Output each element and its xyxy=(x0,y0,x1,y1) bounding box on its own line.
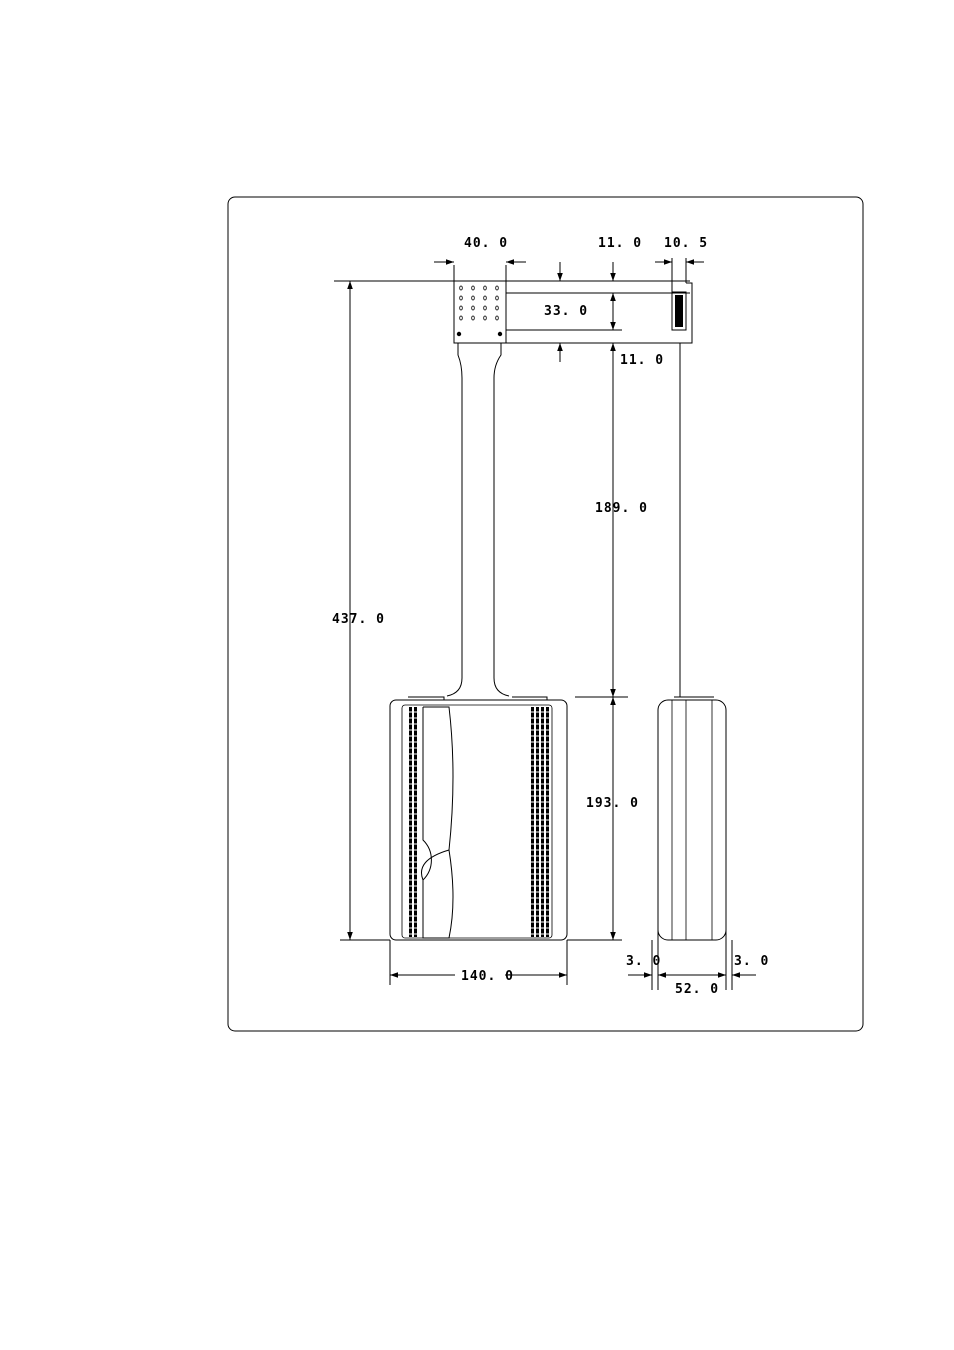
dim-head-thickness: 10. 5 xyxy=(664,236,708,251)
probe-pin xyxy=(484,296,487,300)
dim-side-left-offset: 3. 0 xyxy=(626,954,661,969)
probe-pin xyxy=(460,296,463,300)
probe-pin xyxy=(460,286,463,290)
probe-pin xyxy=(484,306,487,310)
dim-cable-length: 189. 0 xyxy=(595,501,648,516)
probe-pin xyxy=(496,306,499,310)
side-view xyxy=(658,283,726,940)
dim-side-width: 52. 0 xyxy=(675,982,719,997)
probe-pin xyxy=(496,316,499,320)
dim-body-width: 140. 0 xyxy=(461,969,514,984)
dim-head-height: 33. 0 xyxy=(544,304,588,319)
dim-bottom-margin: 11. 0 xyxy=(620,353,664,368)
probe-pin xyxy=(472,316,475,320)
drawing-frame xyxy=(228,197,863,1031)
probe-pin xyxy=(460,306,463,310)
vent-slots-right xyxy=(530,707,550,937)
probe-pin xyxy=(472,286,475,290)
dimension-labels: 40. 0 11. 0 10. 5 33. 0 11. 0 189. 0 437… xyxy=(332,236,769,997)
probe-pin xyxy=(472,296,475,300)
probe-pin xyxy=(484,286,487,290)
emulator-body-side xyxy=(658,700,726,940)
front-view xyxy=(390,281,567,940)
dim-overall-length: 437. 0 xyxy=(332,612,385,627)
probe-pin xyxy=(496,286,499,290)
probe-pin xyxy=(496,296,499,300)
vent-slots-left xyxy=(408,707,418,937)
probe-pin xyxy=(460,316,463,320)
dim-side-right-offset: 3. 0 xyxy=(734,954,769,969)
dim-top-margin: 11. 0 xyxy=(598,236,642,251)
flex-cable xyxy=(447,343,509,696)
dim-body-height: 193. 0 xyxy=(586,796,639,811)
probe-pin xyxy=(484,316,487,320)
dim-probe-head-width: 40. 0 xyxy=(464,236,508,251)
probe-pin xyxy=(472,306,475,310)
front-panel xyxy=(421,707,453,938)
